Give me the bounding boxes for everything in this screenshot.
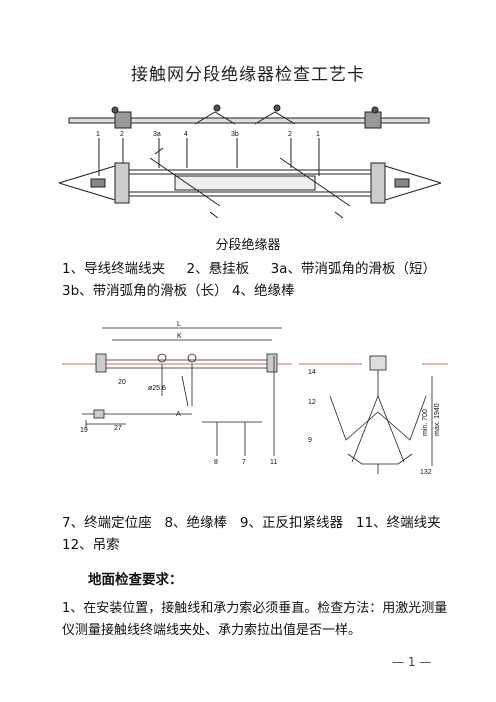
figure2-dim-19: 19 bbox=[80, 427, 88, 434]
section-heading: 地面检查要求： bbox=[88, 572, 183, 588]
figure1-legend-line2: 3b、带消弧角的滑板（长） 4、绝缘棒 bbox=[62, 283, 295, 299]
figure1-label-4: 4 bbox=[184, 131, 188, 138]
figure2-legend-line1: 7、终端定位座 8、绝缘棒 9、正反扣紧线器 11、终端线夹 bbox=[62, 515, 441, 531]
figure1-label-2a: 2 bbox=[120, 131, 124, 138]
figure2-label-7: 7 bbox=[242, 459, 246, 466]
figure2-legend-line2: 12、吊索 bbox=[62, 537, 120, 553]
assembly-drawing-figure: L K 20 ø25.6 A 19 27 8 7 11 14 12 9 132 … bbox=[62, 321, 448, 474]
figure2-label-11: 11 bbox=[270, 459, 277, 466]
page-number: — 1 — bbox=[392, 655, 432, 669]
figure2-dim-20: 20 bbox=[118, 379, 126, 386]
figure2-dim-25-6: ø25.6 bbox=[148, 385, 166, 392]
figure2-label-8: 8 bbox=[214, 459, 218, 466]
figure1-label-3a: 3a bbox=[153, 131, 161, 138]
figure1-label-2b: 2 bbox=[288, 131, 292, 138]
document-title: 接触网分段绝缘器检查工艺卡 bbox=[131, 65, 365, 85]
figure2-dim-132: 132 bbox=[420, 469, 432, 474]
figure1-label-1a: 1 bbox=[96, 131, 100, 138]
figure2-dim-27: 27 bbox=[114, 425, 122, 432]
figure2-label-14: 14 bbox=[308, 369, 316, 376]
figure2-label-9: 9 bbox=[308, 437, 312, 444]
figure1-caption: 分段绝缘器 bbox=[215, 238, 281, 253]
figure1-legend-line1: 1、导线终端线夹 2、悬挂板 3a、带消弧角的滑板（短） bbox=[62, 261, 436, 277]
figure2-dim-min700: min. 700 bbox=[422, 409, 429, 436]
inspection-paragraph: 1、在安装位置，接触线和承力索必须垂直。检查方法：用激光测量仪测量接触线终端线夹… bbox=[62, 601, 448, 638]
figure2-dim-K: K bbox=[177, 333, 182, 340]
figure1-label-1b: 1 bbox=[316, 131, 320, 138]
figure2-dim-L: L bbox=[177, 321, 181, 328]
figure1-label-3b: 3b bbox=[231, 131, 239, 138]
figure2-dim-A: A bbox=[176, 411, 181, 418]
section-insulator-figure: 1 2 3a 4 3b 2 1 bbox=[58, 104, 442, 219]
figure2-label-12: 12 bbox=[308, 399, 316, 406]
figure2-dim-max1940: max. 1940 bbox=[434, 403, 441, 436]
